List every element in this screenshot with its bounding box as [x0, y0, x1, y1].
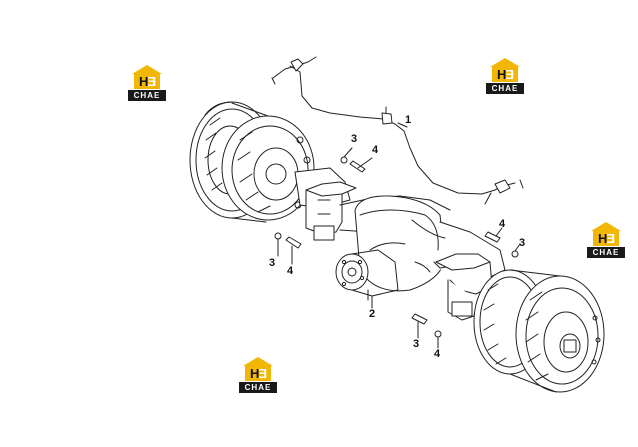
- logo-roof-icon: [490, 58, 520, 67]
- callout-1-brake-line: 1: [405, 114, 412, 126]
- callout-3-washer: 3: [413, 338, 420, 350]
- callout-2-differential: 2: [369, 308, 376, 320]
- logo-roof-icon: [591, 222, 621, 231]
- callout-4-bolt: 4: [372, 144, 379, 156]
- logo-roof-icon: [243, 357, 273, 366]
- brand-logo: HƎ CHAE: [486, 58, 524, 98]
- brand-logo: HƎ CHAE: [239, 357, 277, 397]
- callout-4-bolt: 4: [287, 265, 294, 277]
- brand-logo: HƎ CHAE: [587, 222, 625, 262]
- logo-roof-icon: [132, 65, 162, 74]
- right-wheel-hub: [473, 269, 605, 393]
- fasteners: [274, 147, 521, 349]
- left-wheel-hub: [189, 101, 315, 223]
- callout-3-washer: 3: [519, 237, 526, 249]
- brake-line: [271, 56, 524, 205]
- axle-housing: [294, 167, 506, 321]
- callout-3-washer: 3: [269, 257, 276, 269]
- callout-3-washer: 3: [351, 133, 358, 145]
- callout-4-bolt: 4: [499, 218, 506, 230]
- brand-logo: HƎ CHAE: [128, 65, 166, 105]
- callout-4-bolt: 4: [434, 348, 441, 360]
